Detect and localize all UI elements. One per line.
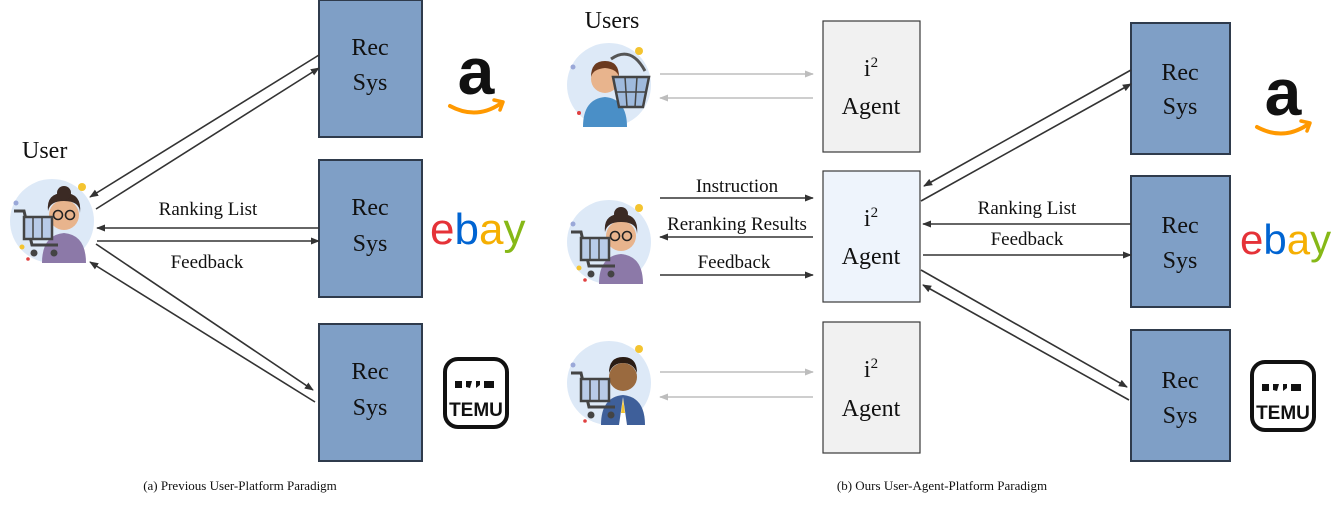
- arrow-top-rec-to-agent: [923, 69, 1132, 187]
- temu-logo-text: TEMU: [449, 400, 503, 421]
- rec-sys-box-top: [318, 0, 423, 138]
- user-woman-avatar-icon: [565, 198, 653, 286]
- amazon-logo-right-icon: [1255, 53, 1312, 136]
- agent-label-top-1: i2: [864, 55, 878, 82]
- ranking-list-right-label: Ranking List: [978, 198, 1077, 219]
- agent-box-middle: [822, 170, 921, 303]
- rec-sys-right-box-middle: [1130, 175, 1231, 308]
- rec-sys-right-box-top: [1130, 22, 1231, 155]
- feedback-user-label: Feedback: [698, 252, 771, 273]
- reranking-results-label: Reranking Results: [667, 214, 807, 235]
- user-avatar-icon: [8, 177, 96, 265]
- arrow-top-to-user: [89, 54, 320, 198]
- feedback-label: Feedback: [171, 252, 244, 273]
- rec-sys-right-label-top-2: Sys: [1163, 94, 1198, 120]
- rec-sys-label-top-1: Rec: [351, 35, 388, 61]
- ebay-logo-right-icon: ebay: [1240, 216, 1331, 263]
- rec-sys-box-middle: [318, 159, 423, 298]
- rec-sys-box-bottom: [318, 323, 423, 462]
- rec-sys-right-box-bottom: [1130, 329, 1231, 462]
- agent-label-bottom-2: Agent: [842, 396, 901, 422]
- rec-sys-right-label-bottom-1: Rec: [1161, 368, 1198, 394]
- rec-sys-right-label-bottom-2: Sys: [1163, 403, 1198, 429]
- agent-box-top: [822, 20, 921, 153]
- agent-label-top-2: Agent: [842, 94, 901, 120]
- temu-logo-right-text: TEMU: [1256, 403, 1310, 424]
- rec-sys-label-top-2: Sys: [353, 70, 388, 96]
- arrow-user-to-top: [95, 67, 320, 210]
- agent-label-middle-2: Agent: [842, 244, 901, 270]
- ranking-list-label: Ranking List: [159, 199, 258, 220]
- agent-label-bottom-1: i2: [864, 356, 878, 383]
- agent-box-bottom: [822, 321, 921, 454]
- users-label: Users: [585, 8, 640, 34]
- rec-sys-right-label-middle-2: Sys: [1163, 248, 1198, 274]
- user-label: User: [22, 138, 67, 164]
- user-man-avatar-icon: [565, 339, 653, 427]
- arrow-user-to-bottom: [95, 243, 314, 391]
- arrow-agent-to-top-rec: [920, 83, 1132, 202]
- rec-sys-label-bottom-2: Sys: [353, 395, 388, 421]
- caption-a: (a) Previous User-Platform Paradigm: [143, 478, 337, 493]
- rec-sys-label-middle-2: Sys: [353, 231, 388, 257]
- rec-sys-label-middle-1: Rec: [351, 195, 388, 221]
- rec-sys-label-bottom-1: Rec: [351, 359, 388, 385]
- feedback-right-label: Feedback: [991, 229, 1064, 250]
- arrow-bottom-to-user: [89, 261, 316, 403]
- caption-b: (b) Ours User-Agent-Platform Paradigm: [837, 478, 1047, 493]
- arrow-bottom-rec-to-agent: [922, 284, 1130, 401]
- amazon-logo-icon: [448, 32, 505, 115]
- user-basket-avatar-icon: [565, 41, 653, 129]
- instruction-label: Instruction: [696, 176, 779, 197]
- agent-label-middle-1: i2: [864, 205, 878, 232]
- rec-sys-right-label-top-1: Rec: [1161, 60, 1198, 86]
- rec-sys-right-label-middle-1: Rec: [1161, 213, 1198, 239]
- ebay-logo-icon: ebay: [430, 205, 525, 254]
- arrow-agent-to-bottom-rec: [920, 269, 1128, 388]
